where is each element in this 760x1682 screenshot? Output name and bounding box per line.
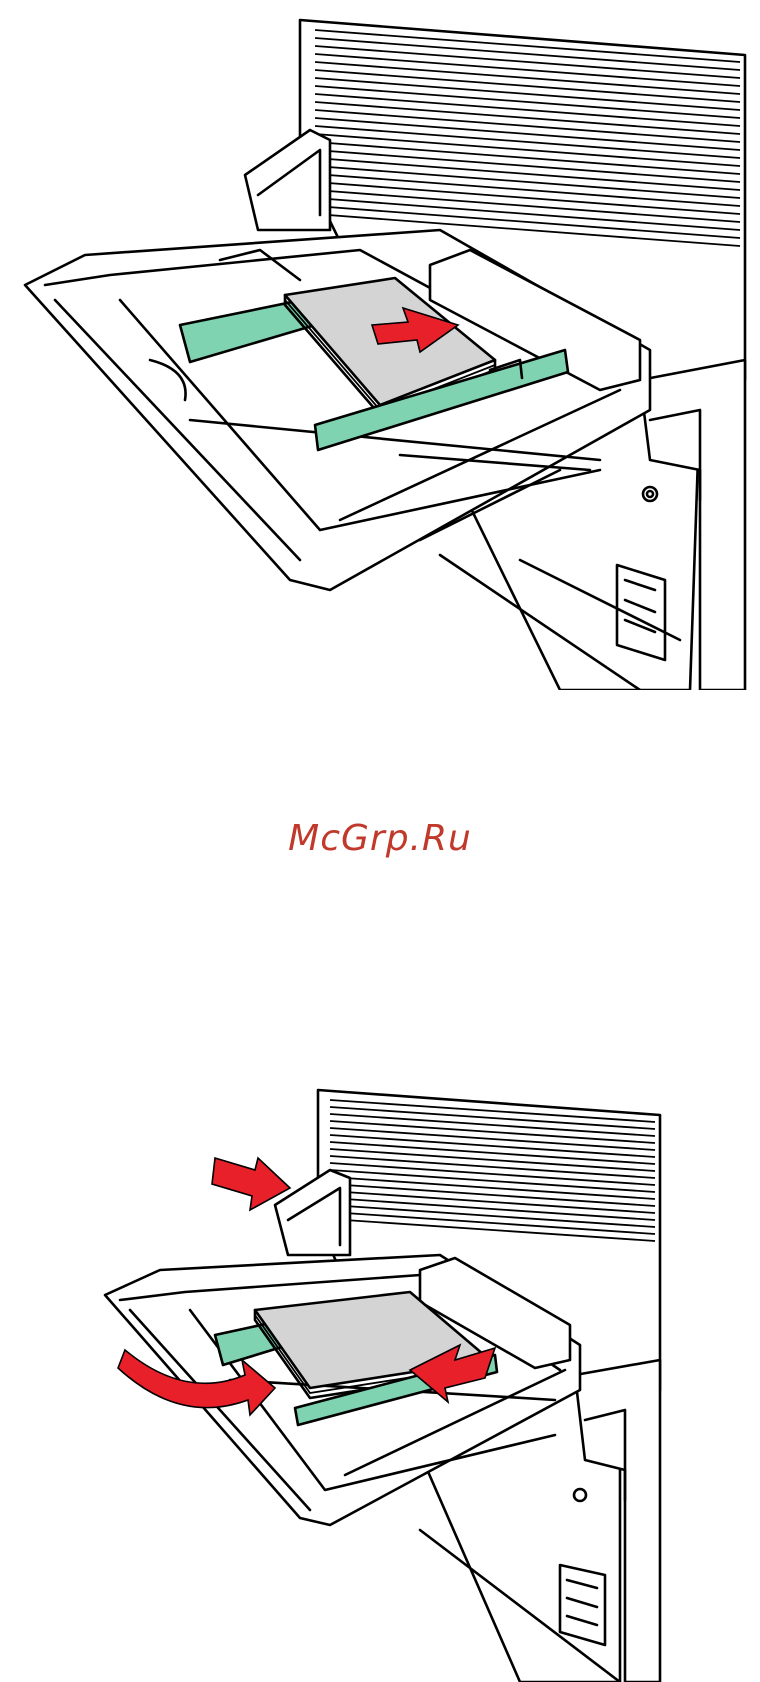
- adjust-guides-illustration: [0, 1070, 760, 1682]
- watermark-text: McGrp.Ru: [0, 818, 760, 859]
- load-paper-illustration: [0, 0, 760, 690]
